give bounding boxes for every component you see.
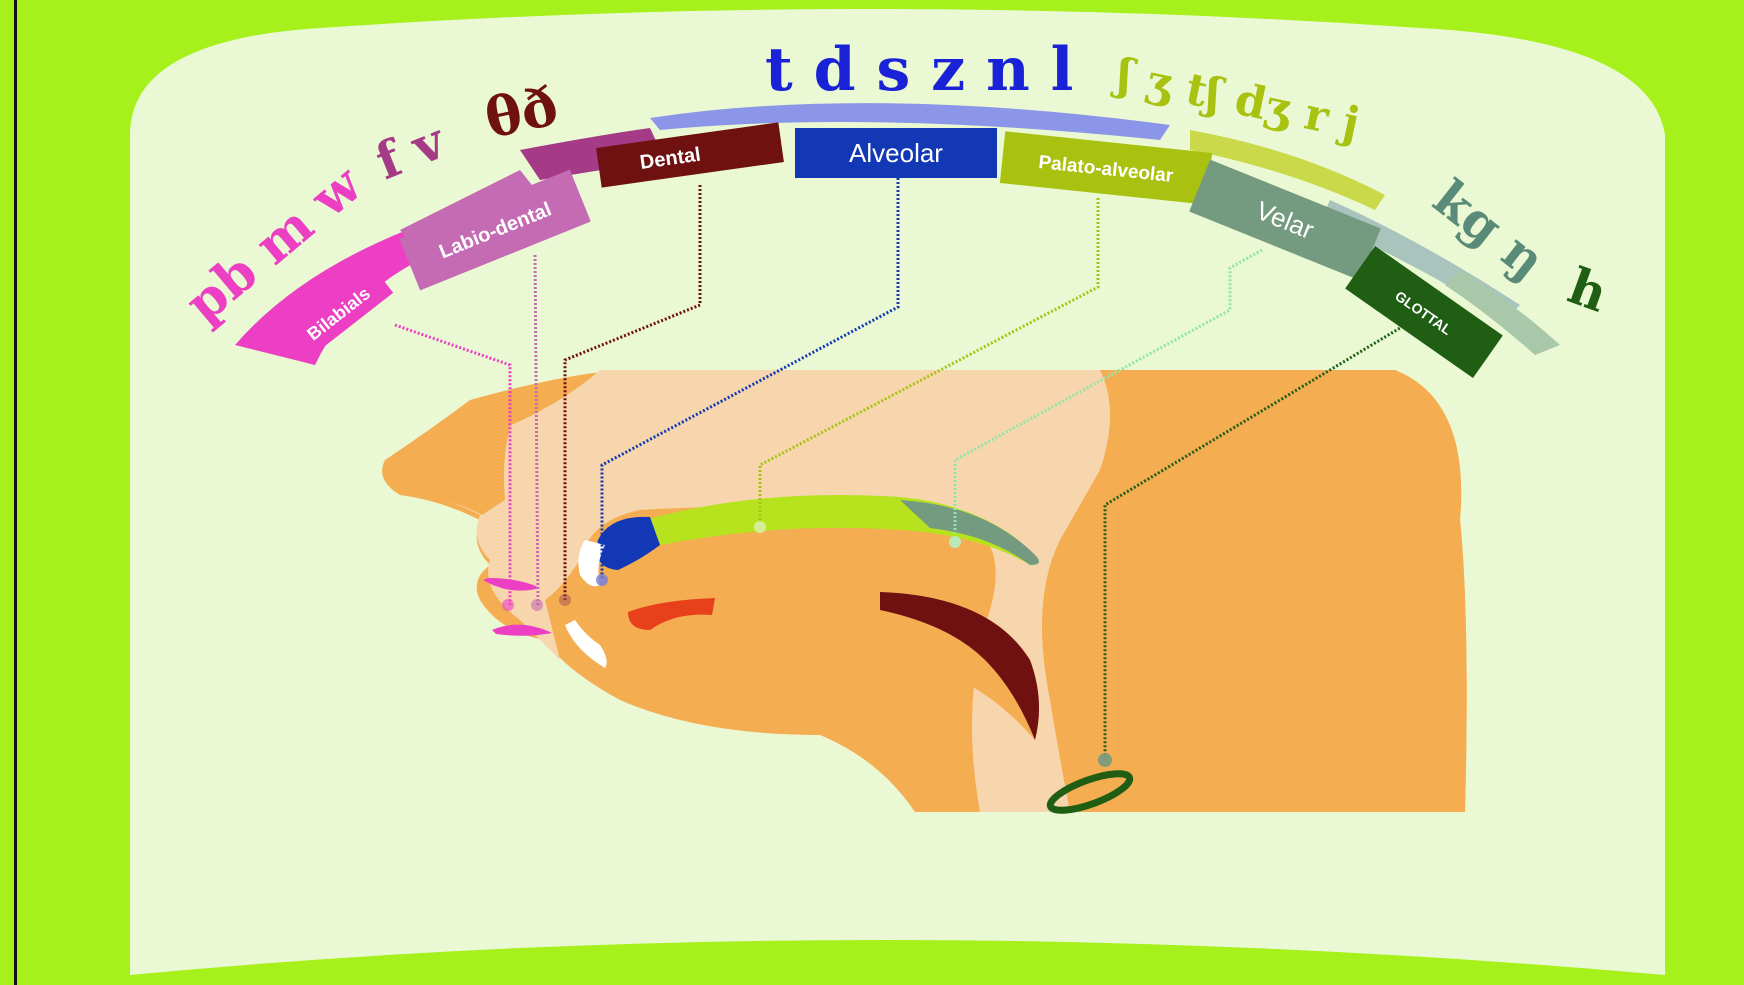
pharynx-wall — [1116, 370, 1467, 812]
connector-lines — [394, 178, 1411, 758]
tongue-back — [880, 592, 1039, 740]
dot-glottal — [1098, 753, 1112, 767]
symbols-dental: θð — [479, 73, 563, 151]
dot-velar — [949, 536, 961, 548]
left-edge-line — [14, 0, 17, 985]
dot-palatoalveolar — [754, 521, 766, 533]
connector-dots — [502, 521, 1112, 767]
glottis — [1046, 770, 1134, 814]
dot-labiodental — [531, 599, 543, 611]
dental-arc — [520, 128, 665, 180]
alveolar-arc — [650, 103, 1170, 140]
connector-palatoalveolar — [758, 198, 1100, 525]
lower-lip — [492, 624, 552, 636]
label-box-dental: Dental — [596, 122, 784, 188]
label-box-velar: Velar — [1189, 159, 1381, 281]
velum — [900, 500, 1039, 565]
connector-velar — [953, 248, 1263, 540]
connector-alveolar — [600, 178, 900, 578]
lower-teeth — [565, 620, 607, 668]
dot-alveolar — [596, 574, 608, 586]
dot-bilabial — [502, 599, 514, 611]
nose — [384, 400, 520, 515]
tongue-tip — [628, 598, 715, 630]
glottal-arc — [1445, 270, 1560, 355]
alveolar-ridge — [596, 516, 660, 570]
label-box-palatoalveolar: Palato-alveolar — [999, 131, 1213, 205]
head-silhouette — [382, 370, 1467, 814]
upper-teeth — [578, 540, 605, 587]
connector-bilabial — [394, 323, 512, 605]
tongue — [627, 591, 1039, 740]
nasal-cavity — [406, 370, 1111, 812]
dot-dental — [559, 594, 571, 606]
palatoalveolar-arc — [1190, 130, 1385, 210]
label-alveolar: Alveolar — [849, 138, 943, 168]
connector-glottal — [1103, 320, 1411, 758]
label-box-alveolar: Alveolar — [795, 128, 997, 178]
symbols-alveolar: t d s z n l — [765, 35, 1073, 105]
connector-dental — [563, 185, 702, 600]
